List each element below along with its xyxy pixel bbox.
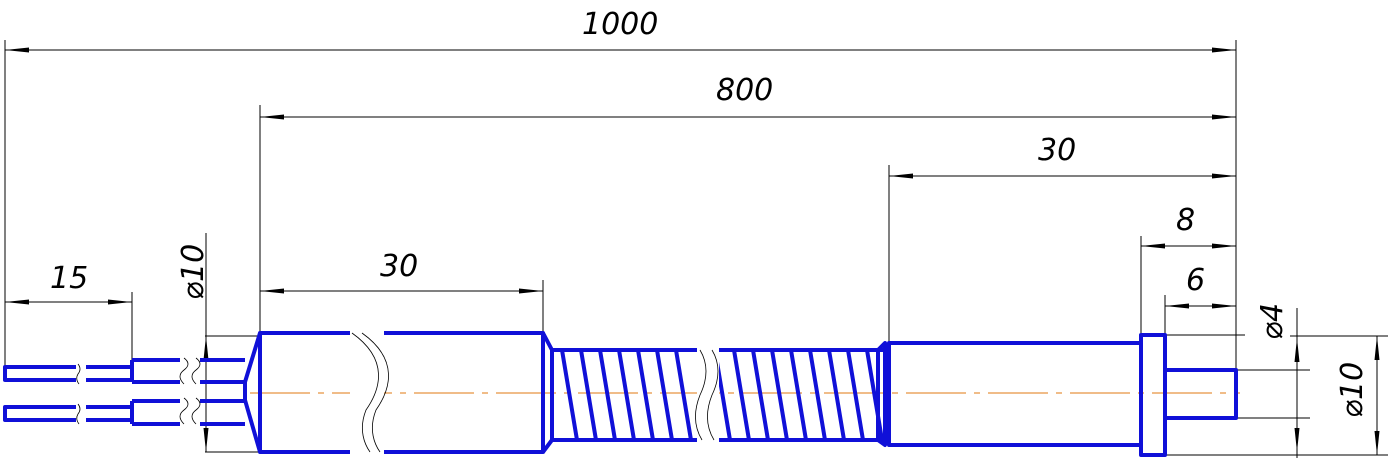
break-lines-leads	[76, 357, 201, 425]
label-30-rear: 30	[1038, 133, 1076, 168]
label-6: 6	[1186, 263, 1205, 298]
tip-pin	[1163, 368, 1238, 420]
label-d10-left: ⌀10	[176, 244, 211, 300]
break-line-sleeve	[351, 332, 389, 453]
break-line-spring	[695, 349, 719, 441]
label-d4: ⌀4	[1255, 303, 1290, 340]
lead-wires	[3, 358, 245, 426]
label-8: 8	[1176, 203, 1195, 238]
flange	[1139, 333, 1167, 457]
label-1000: 1000	[582, 7, 658, 42]
label-800: 800	[716, 73, 773, 108]
front-sleeve	[243, 331, 554, 454]
label-30-front: 30	[380, 249, 418, 284]
label-15: 15	[50, 261, 88, 296]
label-d10-right: ⌀10	[1335, 362, 1370, 418]
extension-lines	[4, 40, 1388, 456]
rear-tube	[887, 341, 1143, 447]
